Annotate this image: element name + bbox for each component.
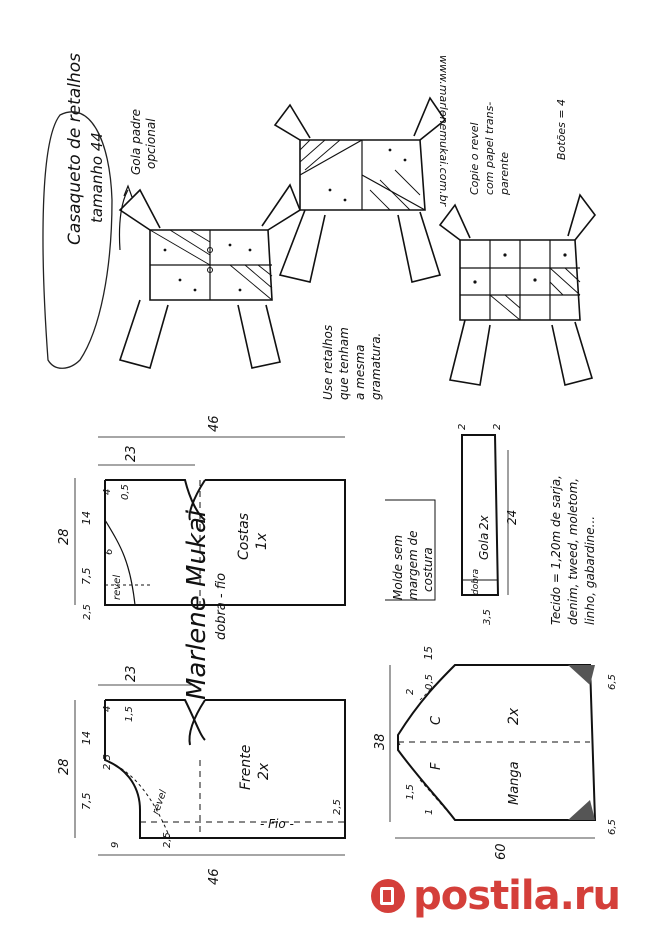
title-block: Casaqueto de retalhos tamanho 44 [65, 53, 106, 245]
gola-qty: 2x [477, 514, 491, 530]
costas-dim-6: 6 [104, 549, 115, 555]
signature: Marlene Mukai [182, 509, 212, 700]
note-use-3: a mesma [353, 344, 367, 400]
costas-dim-0-5: 0,5 [120, 484, 131, 500]
postila-logo-icon [371, 878, 406, 913]
frente-pattern: Frente 2x - Fio - revel 46 23 28 14 7,5 … [57, 665, 346, 885]
jacket-sketch-3 [438, 193, 597, 386]
jacket-sketch-1 [118, 183, 301, 369]
gola-pattern: Gola 2x dobra 24 3,5 2 2 [457, 424, 519, 625]
note-copie-3: parente [498, 152, 511, 196]
note-use-1: Use retalhos [321, 325, 335, 400]
frente-qty: 2x [256, 762, 272, 780]
costas-pattern: Costas 1x dobra - fio revel 46 23 28 14 … [57, 415, 346, 640]
manga-dim-1: 1 [424, 809, 435, 815]
gola-dim-2b: 2 [492, 424, 503, 430]
note-botoes: Botões = 4 [555, 99, 568, 160]
frente-dim-2-5a: 2,5 [102, 754, 113, 770]
manga-dim-15: 15 [422, 646, 435, 660]
molde-box [385, 499, 436, 601]
gola-dim-2a: 2 [457, 424, 468, 430]
manga-pattern: F C 2x Manga 60 38 15 2 0,5 1,5 1 6,5 6,… [373, 646, 618, 860]
gola-dobra: dobra [471, 569, 481, 595]
frente-label: Frente [238, 745, 254, 790]
frente-dim-1-5: 1,5 [124, 706, 135, 722]
note-site: www.marlenemukai.com.br [437, 55, 450, 208]
note-opcional: opcional [144, 118, 158, 169]
costas-dim-14: 14 [80, 511, 93, 525]
frente-revel: revel [150, 788, 169, 816]
note-molde-2: margem de [406, 531, 420, 600]
manga-qty: 2x [506, 707, 522, 725]
frente-fio: - Fio - [260, 817, 294, 831]
manga-dim-6-5b: 6,5 [607, 819, 618, 835]
gola-dim-24: 24 [505, 510, 519, 525]
frente-dim-2-5b: 2,5 [162, 832, 173, 848]
footer: postila.ru [0, 858, 660, 933]
manga-dim-60: 60 [494, 843, 509, 860]
costas-revel: revel [112, 575, 123, 600]
manga-dim-0-5: 0,5 [424, 674, 435, 690]
title-line1: Casaqueto de retalhos [65, 53, 85, 245]
note-copie-1: Copie o revel [468, 122, 481, 195]
manga-f: F [429, 762, 444, 770]
note-use-4: gramatura. [369, 333, 383, 400]
brand-logo[interactable]: postila.ru [371, 872, 621, 919]
jacket-sketch-2 [273, 96, 447, 283]
manga-dim-6-5a: 6,5 [607, 674, 618, 690]
manga-c: C [429, 715, 444, 725]
frente-dim-9: 9 [110, 842, 121, 848]
costas-dim-28: 28 [57, 528, 72, 545]
costas-dim-4: 4 [102, 489, 113, 495]
costas-dim-7-5: 7,5 [80, 568, 93, 586]
title-line2: tamanho 44 [88, 132, 106, 223]
costas-dim-46: 46 [207, 415, 222, 432]
frente-dim-14: 14 [80, 731, 93, 745]
gola-label: Gola [477, 533, 491, 560]
costas-dim-2-5: 2,5 [82, 604, 93, 620]
gola-dim-3-5: 3,5 [482, 609, 493, 625]
frente-dim-4: 4 [102, 706, 113, 712]
manga-dim-2: 2 [405, 689, 416, 695]
note-tecido-1: Tecido = 1,20m de sarja, [549, 475, 563, 625]
frente-dim-28: 28 [57, 758, 72, 775]
costas-dobra-fio: dobra - fio [214, 573, 229, 640]
note-tecido-3: linho, gabardine... [583, 516, 597, 625]
costas-dim-23: 23 [124, 445, 139, 462]
note-molde-3: costura [421, 547, 435, 592]
note-molde-1: Molde sem [391, 535, 405, 600]
frente-dim-2-5c: 2,5 [332, 799, 343, 815]
costas-label: Costas [236, 513, 252, 560]
manga-dim-1-5: 1,5 [405, 784, 416, 800]
costas-qty: 1x [254, 532, 270, 550]
frente-dim-23: 23 [124, 665, 139, 682]
frente-dim-46: 46 [207, 868, 222, 885]
note-copie-2: com papel trans- [483, 102, 496, 195]
brand-name: postila.ru [413, 872, 621, 919]
note-gola-padre: Gola padre [129, 109, 143, 175]
title-bubble [42, 111, 113, 369]
manga-dim-38: 38 [373, 733, 388, 750]
note-use-2: que tenham [337, 327, 351, 400]
note-tecido-2: denim, tweed, moletom, [566, 478, 580, 625]
frente-dim-7-5: 7,5 [80, 793, 93, 811]
gola-arrow [118, 189, 129, 251]
manga-label: Manga [507, 761, 522, 805]
